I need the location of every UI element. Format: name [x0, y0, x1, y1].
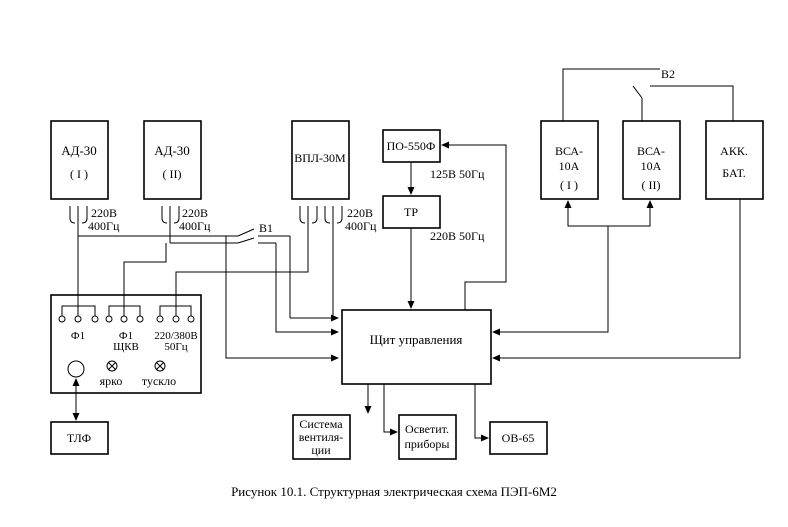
vsa1-line3: ( I ): [560, 178, 578, 192]
ad30-1-block: [50, 120, 109, 200]
tlf-block: [50, 421, 109, 455]
switch-v1-label: В1: [259, 221, 273, 235]
vent-line1: Система: [299, 417, 343, 431]
ad30-1-title: АД-30: [61, 143, 97, 158]
vsa1-line2: 10А: [559, 159, 580, 173]
vsa2-line1: ВСА-: [637, 144, 665, 158]
phone-socket: [67, 360, 85, 378]
lamp-icon-tusklo: [154, 360, 166, 372]
vpl-frequency: 400Гц: [345, 219, 377, 233]
figure-caption: Рисунок 10.1. Структурная электрическая …: [231, 484, 557, 499]
akk-line2: БАТ.: [722, 166, 745, 180]
vpl-title: ВПЛ-30М: [294, 151, 346, 165]
vent-line3: ции: [311, 443, 331, 457]
akk-line1: АКК.: [720, 144, 748, 158]
vsa2-line3: ( II): [642, 178, 661, 192]
osv-line1: Осветит.: [405, 422, 449, 436]
po-output-label: 125В 50Гц: [430, 167, 485, 181]
panel-220-380: 220/380В: [154, 330, 197, 342]
panel-50hz: 50Гц: [164, 341, 187, 353]
ad30-2-title: АД-30: [154, 143, 190, 158]
vsa1-line1: ВСА-: [555, 144, 583, 158]
vpl30m-block: [291, 120, 350, 200]
center-wiring: [407, 141, 507, 310]
vsa10a-2-block: [622, 120, 681, 200]
switch-v2-label: В2: [661, 67, 675, 81]
ad30-1-connector: [69, 206, 88, 226]
osv-line2: приборы: [404, 437, 449, 451]
light-panel: [50, 294, 202, 394]
ov65-title: ОВ-65: [502, 431, 535, 445]
panel-phase-contacts: [58, 295, 195, 323]
vent-line2: вентиля-: [299, 430, 344, 444]
shchit-block: [341, 309, 492, 385]
ad2-frequency: 400Гц: [179, 219, 211, 233]
panel-f1b: Ф1: [119, 330, 133, 342]
generator-wiring: [77, 226, 339, 362]
ad2-voltage: 220В: [182, 206, 208, 220]
vsa10a-1-block: [540, 120, 599, 200]
vpl-connector-right: [324, 206, 343, 226]
ad30-1-sub: ( I ): [70, 167, 88, 181]
ad30-2-sub: ( II): [163, 167, 182, 181]
vsa2-line2: 10А: [641, 159, 662, 173]
osv-block: [398, 414, 457, 460]
ad30-2-connector: [161, 206, 180, 226]
right-wiring: [492, 68, 741, 362]
panel-f1: Ф1: [71, 330, 85, 342]
vpl-connector-left: [299, 206, 318, 226]
akk-bat-block: [705, 120, 764, 200]
lamp-tusklo-label: тускло: [142, 374, 176, 388]
tlf-title: ТЛФ: [67, 431, 91, 445]
vpl-voltage: 220В: [347, 206, 373, 220]
ad1-frequency: 400Гц: [88, 219, 120, 233]
bottom-wiring: [364, 384, 489, 442]
shchit-title: Щит управления: [370, 332, 463, 347]
ad1-voltage: 220В: [91, 206, 117, 220]
vent-block: [292, 414, 351, 460]
po-title: ПО-550Ф: [387, 139, 436, 153]
tr-title: ТР: [404, 205, 418, 219]
ad30-2-block: [143, 120, 202, 200]
panel-shchkv: ЩКВ: [113, 341, 139, 353]
ov65-block: [489, 421, 548, 455]
lamp-yarko-label: ярко: [100, 374, 123, 388]
tr-output-label: 220В 50Гц: [430, 229, 485, 243]
lamp-icon-yarko: [106, 360, 118, 372]
